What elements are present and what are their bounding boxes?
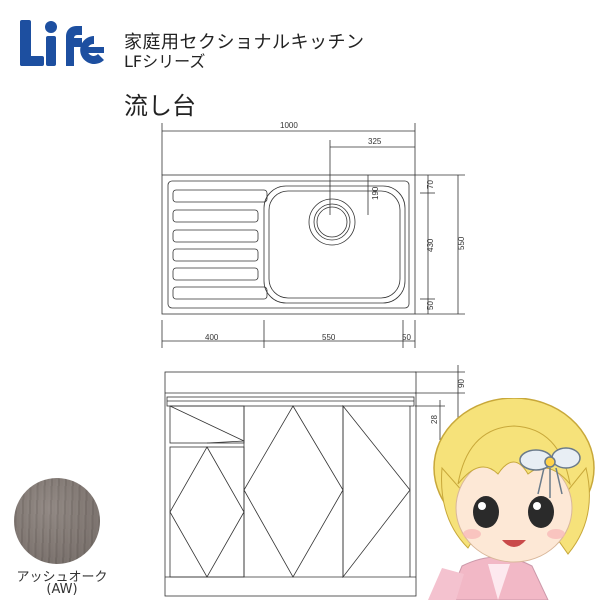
series-name: LFシリーズ bbox=[124, 52, 206, 71]
color-swatch bbox=[14, 478, 100, 564]
mascot-illustration bbox=[428, 398, 595, 600]
dim-depth-bottom: 50 bbox=[426, 301, 435, 310]
product-name: 流し台 bbox=[124, 92, 196, 120]
life-logo bbox=[20, 20, 104, 66]
dim-depth-mid: 430 bbox=[426, 238, 435, 252]
dim-drain-offset: 190 bbox=[371, 186, 380, 200]
swatch-name: アッシュオーク bbox=[16, 570, 108, 585]
dim-offset-right: 325 bbox=[368, 137, 382, 146]
dim-bottom-mid: 550 bbox=[322, 333, 336, 342]
dim-bottom-left: 400 bbox=[205, 333, 219, 342]
series-title: 家庭用セクショナルキッチン bbox=[124, 32, 365, 53]
dim-top-height: 90 bbox=[457, 379, 466, 388]
dim-overall-width: 1000 bbox=[280, 121, 298, 130]
dim-depth-top: 70 bbox=[426, 180, 435, 189]
swatch-code: (AW) bbox=[46, 582, 78, 597]
dim-bottom-right: 50 bbox=[402, 333, 411, 342]
dim-depth-total: 550 bbox=[457, 236, 466, 250]
dim-band-height: 28 bbox=[430, 415, 439, 424]
